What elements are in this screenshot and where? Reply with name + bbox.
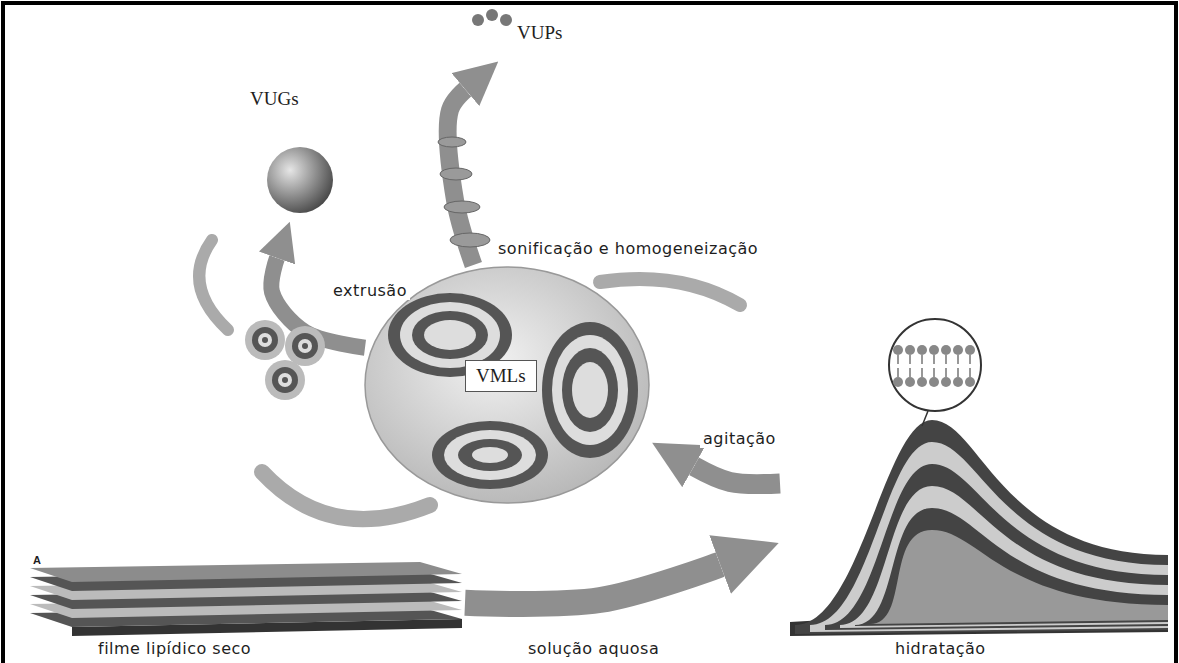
process-arrow (465, 565, 720, 604)
hydration-stage: hidratação (780, 318, 1172, 660)
node-label: VUPs (515, 22, 564, 44)
bilayer-zoom (889, 319, 981, 426)
large-vesicle (267, 147, 333, 213)
extruded-vesicles (245, 320, 325, 400)
node-label: hidratação (892, 640, 989, 658)
multilamellar-cluster (365, 267, 649, 503)
sonication-discs (438, 137, 490, 247)
swoosh-arrows (199, 240, 740, 519)
lipid-film: filme lipídico seco (25, 555, 465, 660)
large-vesicle-node: VUGs (240, 85, 345, 220)
node-label: filme lipídico seco (95, 640, 254, 658)
node-label: VUGs (248, 88, 301, 110)
process-arrow (694, 466, 780, 484)
step-label: solução aquosa (525, 640, 662, 658)
small-vesicles (472, 9, 512, 26)
frame (3, 3, 1176, 663)
node-label: VMLs (465, 360, 537, 392)
vesicle-cluster: VMLs (365, 265, 650, 505)
step-label: extrusão (330, 282, 410, 300)
panel-letter: A (33, 554, 41, 566)
step-label: sonificação e homogeneização (495, 240, 761, 258)
hydrated-layers (790, 420, 1168, 636)
small-vesicle-node: VUPs (440, 5, 580, 55)
step-label: agitação (700, 430, 779, 448)
lipid-film (30, 562, 462, 636)
